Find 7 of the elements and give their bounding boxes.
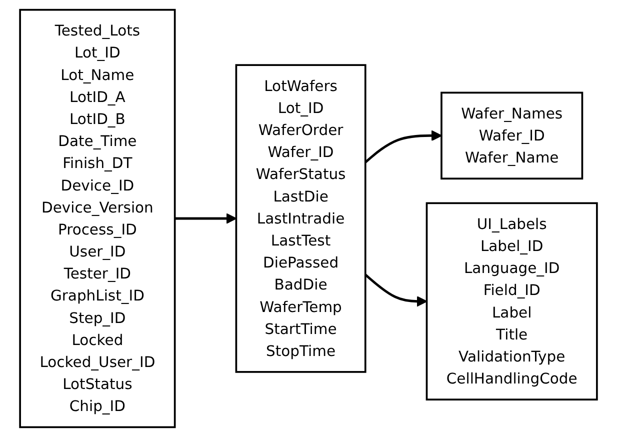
arrow (174, 213, 237, 224)
node-box: Wafer_Names Wafer_ID Wafer_Name (440, 92, 584, 180)
arrow (364, 130, 442, 164)
node-box: UI_Labels Label_ID Language_ID Field_ID Label Title ValidationType CellHandlingCode (426, 202, 598, 400)
node-box: Tested_Lots Lot_ID Lot_Name LotID_A LotID_B Date_Time Finish_DT Device_ID Device_Version Process_ID User_ID Tester_ID GraphList_ID Step_ID Locked Locked_User_ID LotStatus Chip_ID (19, 8, 176, 428)
node-box: LotWafers Lot_ID WaferOrder Wafer_ID WaferStatus LastDie LastIntradie LastTest DiePassed BadDie WaferTemp StartTime StopTime (235, 64, 366, 373)
arrow (364, 274, 428, 307)
